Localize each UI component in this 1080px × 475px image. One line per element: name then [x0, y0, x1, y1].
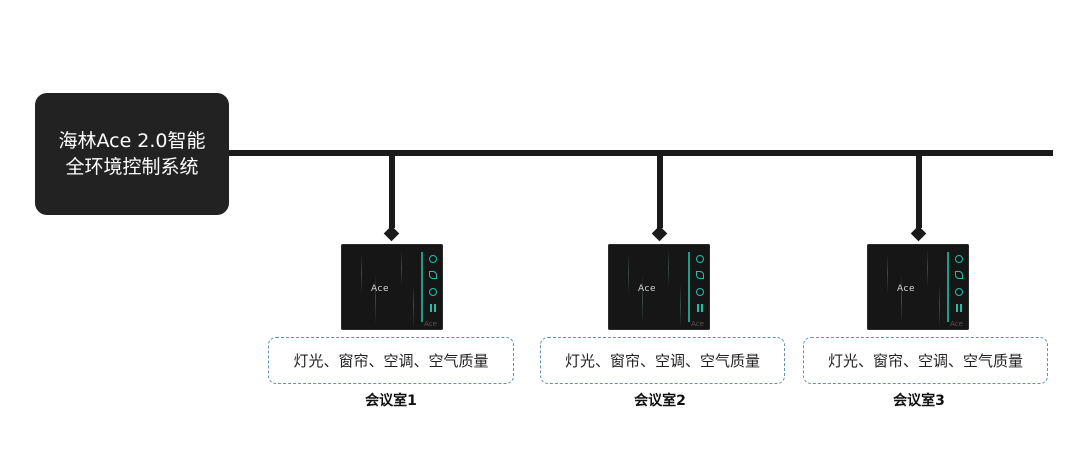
panel-corner-logo: Ace — [691, 320, 704, 328]
panel-logo: Ace — [638, 284, 656, 294]
panel-logo: Ace — [897, 284, 915, 294]
device-tags-room2: 灯光、窗帘、空调、空气质量 — [540, 337, 785, 384]
panel-corner-logo: Ace — [950, 320, 963, 328]
power-icon — [955, 288, 963, 296]
level-icon — [697, 304, 703, 312]
panel-corner-logo: Ace — [424, 320, 437, 328]
bus-line — [229, 150, 1053, 156]
connector-node-room3 — [910, 225, 927, 242]
connector-node-room1 — [383, 225, 400, 242]
drop-line-room3 — [916, 156, 922, 228]
control-panel-room1: Ace Ace — [341, 244, 443, 330]
leaf-icon — [696, 271, 704, 279]
panel-logo: Ace — [371, 284, 389, 294]
device-tags-room3: 灯光、窗帘、空调、空气质量 — [803, 337, 1048, 384]
control-panel-room3: Ace Ace — [867, 244, 969, 330]
room-label-1: 会议室1 — [365, 393, 417, 409]
panel-divider — [421, 252, 423, 322]
power-icon — [429, 288, 437, 296]
level-icon — [430, 304, 436, 312]
control-system-hub: 海林Ace 2.0智能 全环境控制系统 — [35, 93, 229, 215]
panel-divider — [688, 252, 690, 322]
hub-title-line1: 海林Ace 2.0智能 — [58, 130, 206, 152]
level-icon — [956, 304, 962, 312]
humidity-icon — [696, 255, 704, 263]
connector-node-room2 — [651, 225, 668, 242]
humidity-icon — [955, 255, 963, 263]
device-tags-room1: 灯光、窗帘、空调、空气质量 — [268, 337, 514, 384]
power-icon — [696, 288, 704, 296]
leaf-icon — [955, 271, 963, 279]
panel-divider — [947, 252, 949, 322]
room-label-3: 会议室3 — [893, 393, 945, 409]
control-panel-room2: Ace Ace — [608, 244, 710, 330]
humidity-icon — [429, 255, 437, 263]
leaf-icon — [429, 271, 437, 279]
room-label-2: 会议室2 — [634, 393, 686, 409]
hub-title-line2: 全环境控制系统 — [65, 156, 199, 178]
drop-line-room1 — [389, 156, 395, 228]
drop-line-room2 — [657, 156, 663, 228]
